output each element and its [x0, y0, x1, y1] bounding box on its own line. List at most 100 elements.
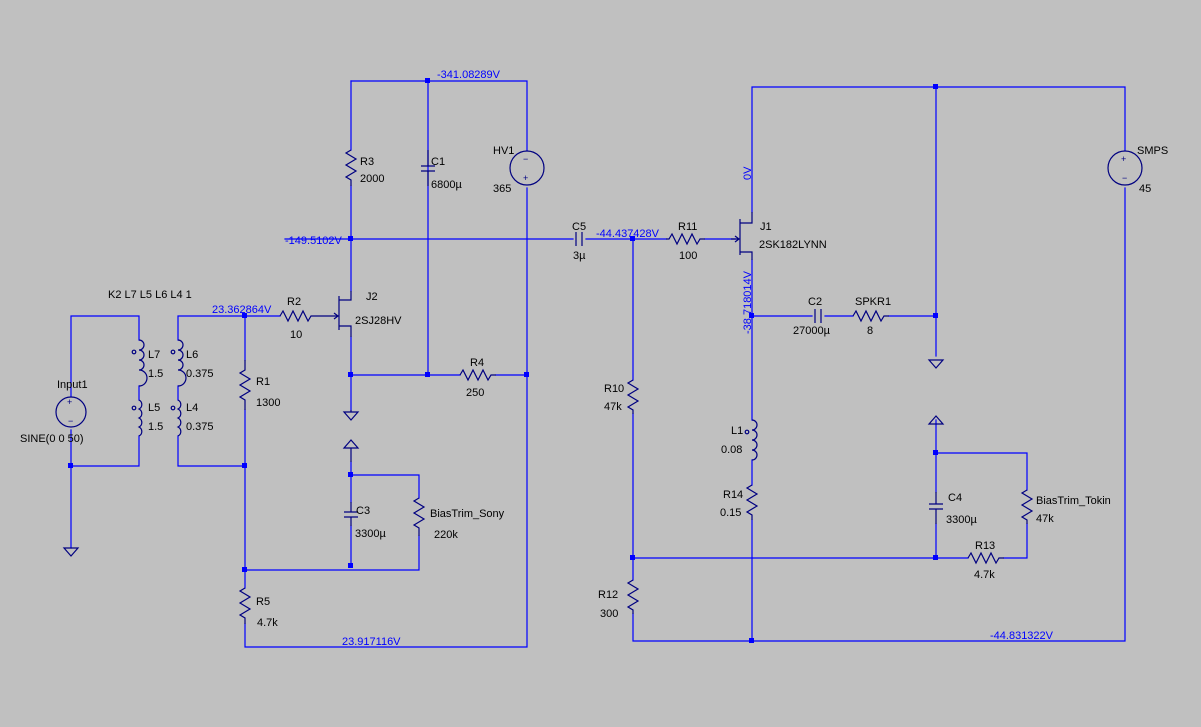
svg-text:+: + [1121, 154, 1126, 164]
ground-icon [927, 415, 945, 425]
capacitor-c2[interactable] [814, 309, 822, 323]
resistor-r11[interactable] [666, 232, 705, 246]
label-c3-name: C3 [356, 505, 370, 517]
capacitor-c3[interactable] [344, 502, 358, 526]
jfet-j1[interactable] [731, 212, 753, 260]
label-r3-value: 2000 [360, 173, 384, 185]
label-smps-value: 45 [1139, 183, 1151, 195]
resistor-r3[interactable] [344, 149, 358, 186]
label-r12-name: R12 [598, 589, 618, 601]
resistor-r1[interactable] [238, 360, 252, 410]
smps-source[interactable]: + − [1107, 150, 1143, 186]
resistor-r10[interactable] [626, 379, 640, 414]
label-r11-name: R11 [678, 221, 697, 233]
resistor-r13[interactable] [967, 551, 1004, 565]
label-r14-value: 0.15 [720, 507, 741, 519]
label-r1-name: R1 [256, 376, 270, 388]
resistor-r2[interactable] [279, 309, 331, 323]
label-r13-name: R13 [975, 540, 995, 552]
label-biastrim-sony-value: 220k [434, 529, 458, 541]
label-c4-name: C4 [948, 492, 962, 504]
label-j2-name: J2 [366, 291, 378, 303]
inductor-l1[interactable] [744, 419, 758, 461]
label-c1-name: C1 [431, 156, 445, 168]
svg-text:−: − [523, 154, 528, 164]
inductor-l5[interactable] [131, 399, 143, 437]
voltage-hv-rail: -341.08289V [437, 69, 501, 81]
label-j1-value: 2SK182LYNN [759, 239, 827, 251]
label-r5-name: R5 [256, 596, 270, 608]
label-c3-value: 3300µ [355, 528, 386, 540]
voltage-bottom-right: -44.831322V [990, 630, 1054, 642]
label-l6-value: 0.375 [186, 368, 214, 380]
label-c5-value: 3µ [573, 250, 586, 262]
label-c2-value: 27000µ [793, 325, 831, 337]
resistor-spkr1[interactable] [852, 309, 889, 323]
label-smps-name: SMPS [1137, 145, 1168, 157]
voltage-bottom-left: 23.917116V [342, 636, 401, 648]
label-r2-value: 10 [290, 329, 302, 341]
wires [70, 80, 1126, 648]
label-r1-value: 1300 [256, 397, 280, 409]
spice-directive: K2 L7 L5 L6 L4 1 [108, 289, 192, 301]
junctions [68, 78, 938, 643]
svg-text:−: − [68, 416, 73, 426]
capacitor-c1[interactable] [421, 150, 435, 186]
label-l5-name: L5 [148, 402, 160, 414]
resistor-r4[interactable] [459, 368, 496, 382]
svg-text:−: − [1122, 173, 1127, 183]
inductor-l7[interactable] [131, 339, 148, 387]
label-r11-value: 100 [679, 250, 697, 262]
ground-icon [62, 547, 80, 557]
label-r4-value: 250 [466, 387, 484, 399]
label-r5-value: 4.7k [257, 617, 278, 629]
capacitor-c4[interactable] [929, 492, 943, 524]
label-l4-value: 0.375 [186, 421, 214, 433]
label-c2-name: C2 [808, 296, 822, 308]
label-l4-name: L4 [186, 402, 198, 414]
label-l7-value: 1.5 [148, 368, 163, 380]
hv1-source[interactable]: − + [509, 150, 545, 186]
label-l1-value: 0.08 [721, 444, 742, 456]
inductor-l4[interactable] [170, 399, 182, 437]
label-spkr1-value: 8 [867, 325, 873, 337]
label-r4-name: R4 [470, 357, 484, 369]
label-c1-value: 6800µ [431, 179, 462, 191]
voltage-j1-drain: 0V [742, 166, 754, 180]
resistor-r5[interactable] [238, 587, 252, 624]
label-hv1-name: HV1 [493, 145, 514, 157]
voltage-j2-drain: -149.5102V [285, 235, 343, 247]
label-input1-value: SINE(0 0 50) [20, 433, 84, 445]
label-r13-value: 4.7k [974, 569, 995, 581]
svg-text:+: + [67, 397, 72, 407]
label-r10-name: R10 [604, 383, 624, 395]
resistor-r14[interactable] [745, 484, 759, 520]
jfet-j2[interactable] [331, 291, 352, 337]
label-biastrim-tokin-value: 47k [1036, 513, 1054, 525]
label-l5-value: 1.5 [148, 421, 163, 433]
label-r12-value: 300 [600, 608, 618, 620]
label-l6-name: L6 [186, 349, 198, 361]
label-r2-name: R2 [287, 296, 301, 308]
inductor-l6[interactable] [170, 339, 187, 387]
ground-icon [927, 359, 945, 369]
voltage-j1-gate: -44.437428V [596, 228, 660, 240]
ground-icon [342, 439, 360, 462]
label-biastrim-sony-name: BiasTrim_Sony [430, 508, 505, 520]
label-l7-name: L7 [148, 349, 160, 361]
input1-source[interactable]: + − [55, 396, 87, 428]
resistor-biastrim-sony[interactable] [412, 497, 426, 536]
label-j2-value: 2SJ28HV [355, 315, 402, 327]
label-c5-name: C5 [572, 221, 586, 233]
resistor-biastrim-tokin[interactable] [1020, 489, 1034, 524]
label-l1-name: L1 [731, 425, 743, 437]
resistor-r12[interactable] [626, 579, 640, 614]
label-input1-name: Input1 [57, 379, 88, 391]
label-c4-value: 3300µ [946, 514, 977, 526]
voltage-j2-gate: 23.362864V [212, 304, 272, 316]
label-r10-value: 47k [604, 401, 622, 413]
label-hv1-value: 365 [493, 183, 511, 195]
ground-icon [342, 410, 360, 421]
capacitor-c5[interactable] [575, 232, 583, 246]
